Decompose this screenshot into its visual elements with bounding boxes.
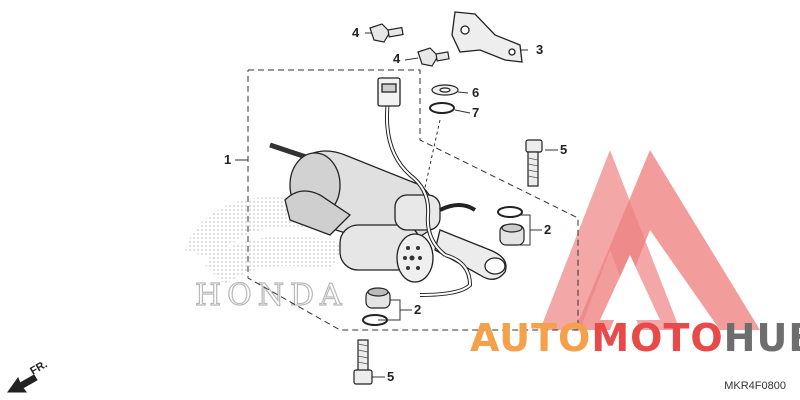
mounting-bracket — [451, 11, 523, 63]
honda-brand-watermark: HONDA — [195, 278, 348, 313]
end-cap-holes — [403, 246, 422, 270]
callout-7: 7 — [472, 105, 480, 120]
watermark-moto: MOTO — [591, 316, 724, 360]
flange-bolt-lower — [417, 47, 450, 67]
callout-2-lower: 2 — [414, 302, 422, 317]
o-ring — [429, 102, 455, 114]
automotohub-watermark: AUTOMOTOHUB — [470, 316, 800, 360]
front-direction-arrow-icon — [7, 374, 38, 393]
callout-3: 3 — [536, 42, 544, 57]
watermark-hub: HUB — [723, 316, 800, 360]
assembly-boundary — [247, 69, 579, 331]
washer — [431, 84, 459, 96]
hex-bolt-lower — [353, 339, 373, 385]
callout-4-upper: 4 — [352, 25, 360, 40]
automotohub-logo-icon — [540, 150, 760, 330]
watermark-auto: AUTO — [470, 316, 592, 360]
callout-6: 6 — [472, 85, 480, 100]
flange-bolt-upper — [369, 23, 404, 43]
wiring-harness-inner — [385, 99, 472, 296]
callout-4-lower: 4 — [393, 51, 401, 66]
diagram-code: MKR4F0800 — [724, 380, 786, 392]
callout-2-right: 2 — [544, 222, 552, 237]
callout-5-upper: 5 — [560, 142, 568, 157]
rubber-bushing-right — [497, 206, 525, 246]
steering-damper-unit — [269, 142, 507, 283]
rubber-bushing-lower — [362, 287, 391, 326]
hex-bolt-upper — [525, 139, 543, 187]
callout-5-lower: 5 — [387, 369, 395, 384]
callout-1: 1 — [224, 152, 232, 167]
electrical-connector-icon — [377, 77, 401, 107]
